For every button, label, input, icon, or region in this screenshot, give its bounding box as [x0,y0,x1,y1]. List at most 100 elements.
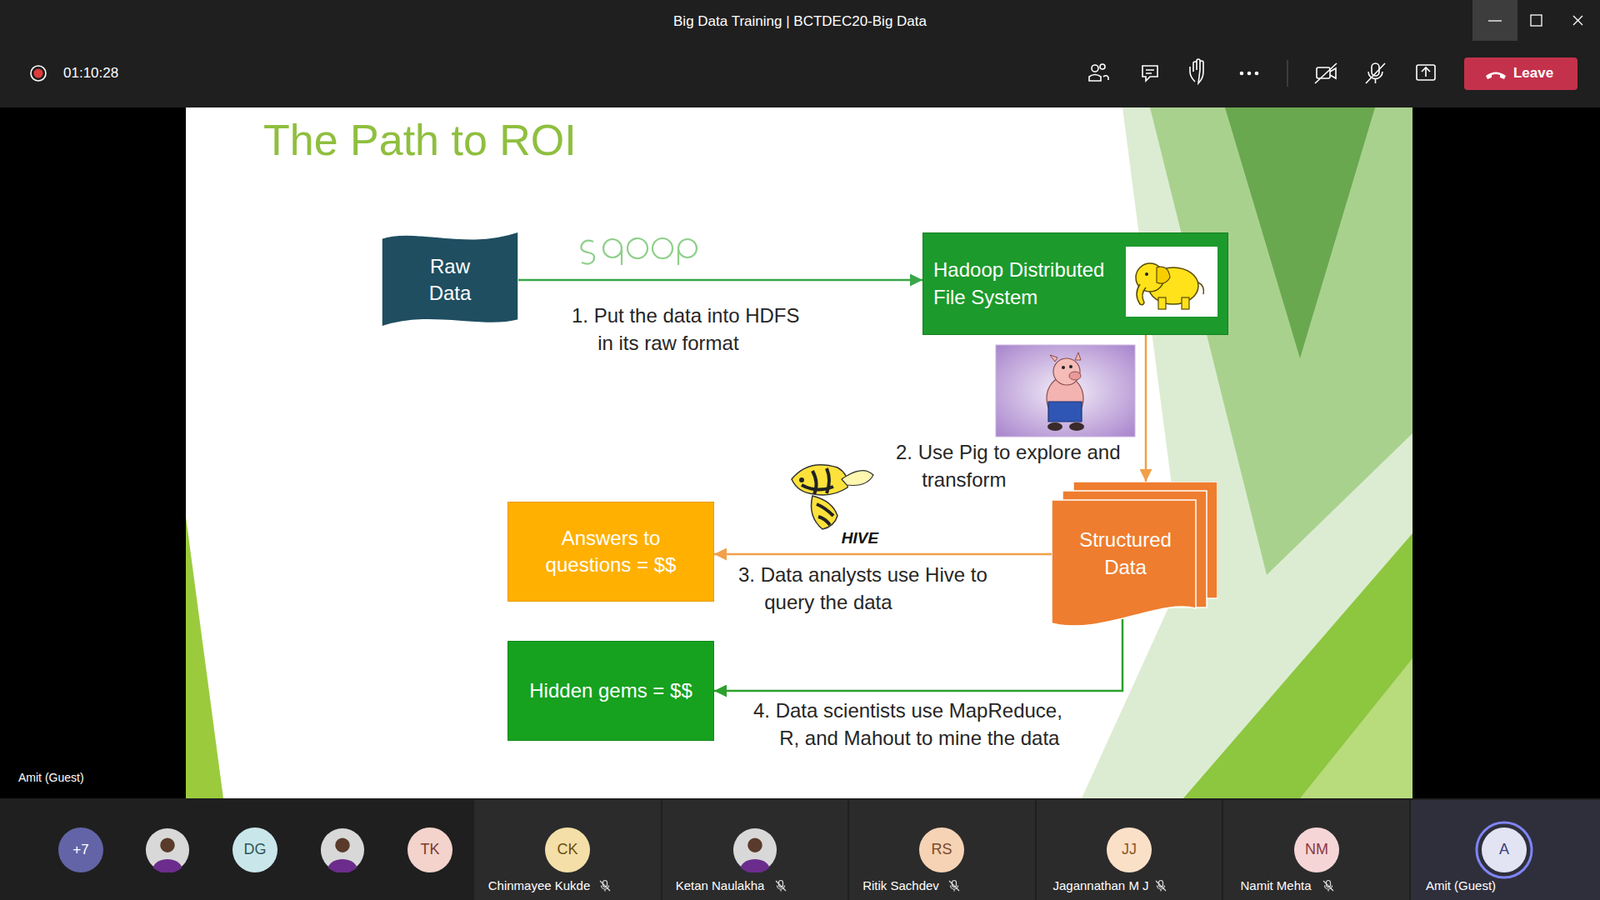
pig-logo-part [1069,422,1085,431]
pig-logo-part [995,345,1135,437]
title-bar-part [1530,15,1542,26]
node-text: Structured Data [1058,526,1193,581]
participant-strip-part [1106,827,1152,873]
title-bar-part [1573,15,1583,25]
document-stack-outline [1051,481,1218,628]
participant-strip-part [1294,827,1340,873]
pig-logo-part [1069,371,1081,380]
hive-logo-part [811,495,839,530]
meeting-toolbar [0,41,1600,108]
meeting-toolbar-part-part [1255,71,1260,76]
slide-decoration-part [1225,107,1375,359]
participant-name: Ritik Sachdev [862,878,940,894]
slide-decoration-part [1081,107,1413,799]
participant-name: Jagannathan M J [1052,878,1149,894]
pig-logo-part [1061,365,1065,370]
meeting-toolbar-part-part [1365,63,1385,84]
sqoop-logo-part [677,248,680,265]
leave-button-text: Leave [1513,65,1554,82]
data-store: Raw Data [381,226,519,334]
meeting-toolbar-part-part [1416,65,1435,80]
node-text: Answers to questions = $$ [525,525,697,580]
data-store-shape [381,231,519,327]
hadoop-logo-part [1158,297,1166,310]
pig-logo [995,345,1135,437]
hive-logo-part [791,465,848,495]
sqoop-logo-part [627,238,648,259]
pig-logo-part [1048,401,1082,422]
sqoop-logo-part [620,248,623,265]
meeting-toolbar-part [0,41,1600,108]
node-text: Hadoop Distributed File System [933,256,1124,311]
meeting-toolbar-part-part [1190,59,1204,84]
participant-strip-part [600,880,610,892]
window-title: Big Data Training | BCTDEC20-Big Data [673,13,927,30]
presenter-name: Amit (Guest) [18,770,85,785]
meeting-toolbar-part [30,65,46,81]
participant-strip-part [1410,800,1600,900]
meeting-toolbar-part [1464,57,1578,90]
participant-strip-part [733,828,777,874]
data-store-outline [381,226,519,334]
pig-logo-part [1069,365,1073,369]
hadoop-logo-part [1125,246,1218,317]
participant-strip-part [662,800,848,900]
hadoop-logo [1125,245,1219,318]
meeting-toolbar-part-part [1286,60,1289,87]
participant-name: Amit (Guest) [1425,878,1496,894]
participant-strip-part [545,827,590,873]
sqoop-logo-part [678,239,697,258]
avatar-initials: DG [244,840,267,860]
participant-name: Chinmayee Kukde [488,878,591,894]
avatar-initials: RS [930,840,952,860]
meeting-toolbar-part-part [1247,71,1252,76]
slide-decoration [185,107,1413,799]
pig-logo-part [1050,352,1081,362]
meeting-toolbar-part [1240,71,1260,76]
meeting-toolbar-part-part [1421,67,1430,77]
step-label: 3. Data analysts use Hive to query the d… [738,560,1005,616]
document-stack: Structured Data [1051,481,1218,628]
participant-strip-part [949,880,960,892]
avatar-initials: TK [420,840,440,860]
overflow-count: +7 [72,841,89,859]
hive-logo-part [799,477,805,483]
step-label: 4. Data scientists use MapReduce, R, and… [753,696,1075,752]
hadoop-logo-part [1156,266,1170,284]
pig-logo-part [1053,358,1080,385]
shared-screen-part [185,107,1413,799]
shared-screen-part [0,107,1600,799]
participant-strip-part [1155,880,1166,892]
hive-logo-part [801,468,834,495]
participant-strip-part [1323,880,1334,892]
participant-strip-part [407,827,453,873]
result-box: Hidden gems = $$ [507,640,715,741]
shared-screen [0,107,1600,799]
step-label: 2. Use Pig to explore and transform [895,438,1134,494]
title-bar-part [1472,0,1518,41]
participant-strip-part [0,798,1600,900]
pig-logo-part [1047,422,1063,431]
meeting-toolbar-part [34,69,44,79]
meeting-toolbar-part-part [1240,71,1245,76]
sqoop-logo [580,238,697,265]
flow-arrow [714,553,1052,556]
participant-strip-part [1476,822,1532,878]
participant-strip-part [145,828,190,874]
slide-decoration-part [1183,533,1413,799]
slide-title: The Path to ROI [263,118,577,162]
meeting-toolbar-part [1089,59,1435,87]
avatar-initials: NM [1305,840,1329,860]
slide-decoration-part [1300,658,1413,799]
title-bar [0,0,1600,42]
logo-text: HIVE [841,529,879,549]
participant-strip-part [775,880,786,892]
meeting-toolbar-part-part [1316,67,1330,79]
flow-arrow [518,279,923,282]
call-timer: 01:10:28 [63,65,119,82]
participant-strip-part [474,800,661,900]
participant-strip-part [919,827,965,873]
